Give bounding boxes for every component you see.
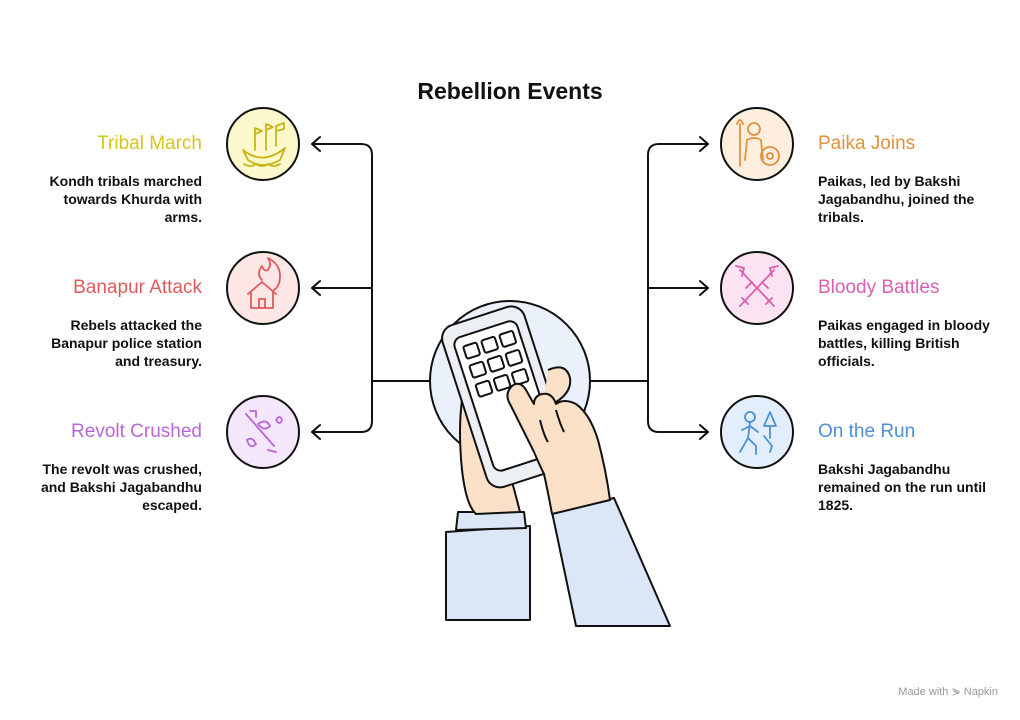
desc-on-the-run: Bakshi Jagabandhu remained on the run un… [818,461,987,513]
running-person-icon [739,411,777,455]
desc-banapur-attack: Rebels attacked the Banapur police stati… [51,317,202,369]
heading-tribal-march: Tribal March [97,133,202,154]
connectors [311,136,709,440]
desc-paika-joins: Paikas, led by Bakshi Jagabandhu, joined… [818,173,975,225]
desc-bloody-battles: Paikas engaged in bloody battles, killin… [818,317,990,369]
heading-banapur-attack: Banapur Attack [73,277,202,298]
arrowheads-left [311,136,321,440]
connector-right [587,143,709,433]
desc-revolt-crushed: The revolt was crushed, and Bakshi Jagab… [40,461,202,513]
crossed-swords-icon [735,265,779,307]
heading-bloody-battles: Bloody Battles [818,277,940,298]
boat-flags-icon [242,122,286,167]
heading-paika-joins: Paika Joins [818,133,916,154]
arrowheads-right [699,136,709,440]
warrior-shield-icon [736,119,780,167]
circle-tribal-march [226,107,300,181]
circle-on-the-run [720,395,794,469]
circle-bloody-battles [720,251,794,325]
connector-left [311,143,433,433]
hands-keypad-icon [429,300,671,627]
circle-banapur-attack [226,251,300,325]
circle-paika-joins [720,107,794,181]
burning-house-icon [247,257,281,309]
napkin-watermark: Made with ⋟ Napkin [898,686,998,698]
heading-revolt-crushed: Revolt Crushed [71,421,202,442]
heading-on-the-run: On the Run [818,421,916,442]
crushed-flag-icon [245,410,283,453]
diagram-title: Rebellion Events [417,78,603,104]
desc-tribal-march: Kondh tribals marched towards Khurda wit… [49,173,202,225]
circle-revolt-crushed [226,395,300,469]
